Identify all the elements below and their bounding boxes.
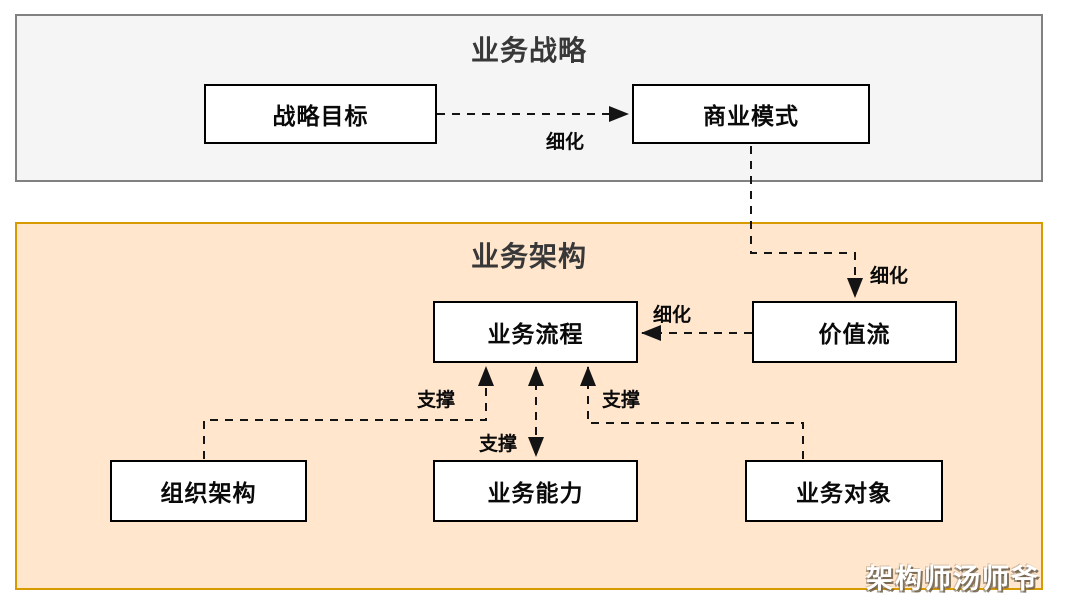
strategy-section [15,14,1043,182]
node-business-object: 业务对象 [745,460,943,522]
node-value-stream: 价值流 [752,301,957,363]
node-strategic-goal: 战略目标 [204,84,437,144]
edge-business-object-to-business-process [580,366,804,459]
node-strategic-goal-label: 战略目标 [272,103,369,129]
edge-label-support-capability: 支撑 [479,434,518,455]
node-business-capability-label: 业务能力 [487,480,584,506]
node-business-object-label: 业务对象 [796,480,892,506]
node-org-structure-label: 组织架构 [160,480,257,506]
edge-label-refine-value-stream-to-process: 细化 [653,305,692,326]
edge-label-refine-model-to-value-stream: 细化 [870,266,909,287]
edge-label-support-object: 支撑 [602,390,641,411]
architecture-section-title: 业务架构 [470,241,587,272]
node-value-stream-label: 价值流 [818,321,891,347]
node-business-process: 业务流程 [433,301,638,363]
watermark-text: 架构师汤师爷 [866,564,1040,594]
edge-label-refine-goal-to-model: 细化 [546,132,585,153]
node-business-model-label: 商业模式 [703,103,799,129]
node-business-capability: 业务能力 [433,460,638,522]
node-business-process-label: 业务流程 [487,321,584,347]
edge-label-support-org: 支撑 [417,390,456,411]
strategy-section-title: 业务战略 [470,35,587,66]
node-business-model: 商业模式 [632,84,870,144]
edge-org-structure-to-business-process [203,366,494,459]
node-org-structure: 组织架构 [110,460,307,522]
edge-business-model-to-value-stream [750,146,863,298]
